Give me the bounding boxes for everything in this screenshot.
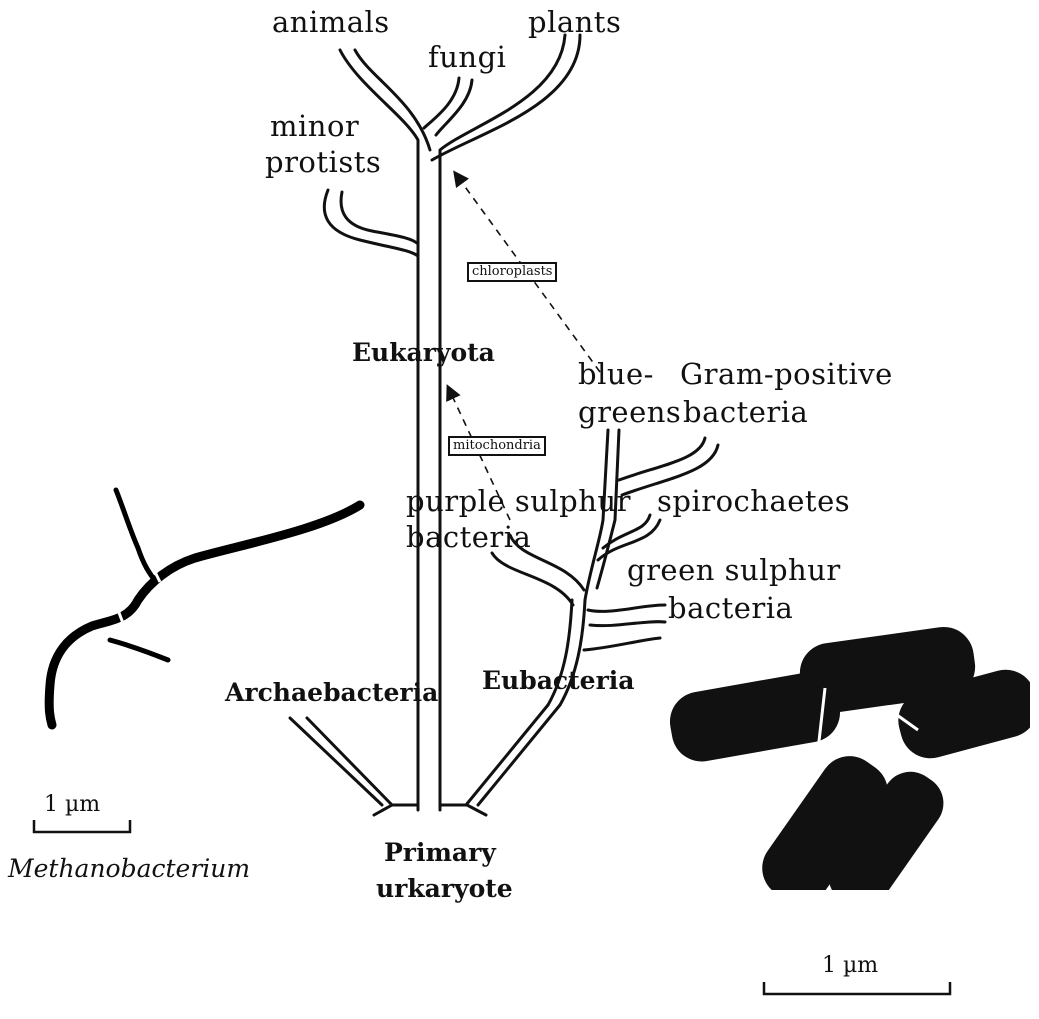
gram-positive-label-line1: Gram-positive <box>680 360 893 389</box>
purple-sulphur-label-line1: purple sulphur <box>406 487 631 516</box>
minor-protists-label-line2: protists <box>265 148 381 177</box>
filament-branch-up <box>116 490 156 582</box>
left-scale-label: 1 µm <box>44 794 100 816</box>
eubacteria-trunk-inner <box>478 705 560 805</box>
left-scale-bar <box>30 818 140 838</box>
spirochaetes-label: spirochaetes <box>657 487 850 516</box>
purple-sulphur-branch <box>492 553 573 605</box>
right-scale-bar <box>760 980 970 1000</box>
root-base-right <box>440 805 486 815</box>
plants-label: plants <box>528 8 621 37</box>
eubacteria-label: Eubacteria <box>482 668 634 693</box>
minor-protists-label-line1: minor <box>270 112 359 141</box>
fungi-branch <box>424 78 459 128</box>
archaebacteria-branch <box>290 718 382 805</box>
fungi-branch-right <box>436 80 472 135</box>
chloroplasts-label: chloroplasts <box>467 262 557 282</box>
eubacteria-micrograph <box>650 590 1030 890</box>
gram-positive-branch <box>619 438 705 480</box>
primary-urkaryote-label-line1: Primary <box>384 840 496 865</box>
archaebacteria-branch-inner <box>307 718 392 805</box>
archaebacteria-label: Archaebacteria <box>225 680 438 705</box>
animals-branch <box>355 50 430 150</box>
primary-urkaryote-label-line2: urkaryote <box>376 876 513 901</box>
animals-label: animals <box>272 8 390 37</box>
blue-greens-label-line2: greens <box>578 398 681 427</box>
methanobacterium-caption: Methanobacterium <box>8 856 250 881</box>
filament-branch-down <box>110 640 168 660</box>
minor-protists-branch-lower <box>341 192 418 244</box>
fungi-label: fungi <box>428 43 506 72</box>
green-sulphur-label-line2: bacteria <box>668 594 793 623</box>
purple-sulphur-label-line2: bacteria <box>406 523 531 552</box>
green-sulphur-branch-mid <box>584 638 660 650</box>
mitochondria-label: mitochondria <box>448 436 546 456</box>
right-scale-label: 1 µm <box>822 955 878 977</box>
green-sulphur-label-line1: green sulphur <box>627 556 841 585</box>
eubacteria-trunk <box>466 705 548 805</box>
blue-greens-label-line1: blue- <box>578 360 654 389</box>
gram-positive-label-line2: bacteria <box>683 398 808 427</box>
minor-protists-branch <box>324 190 418 256</box>
root-base <box>374 805 418 815</box>
eukaryota-label: Eukaryota <box>352 340 495 365</box>
